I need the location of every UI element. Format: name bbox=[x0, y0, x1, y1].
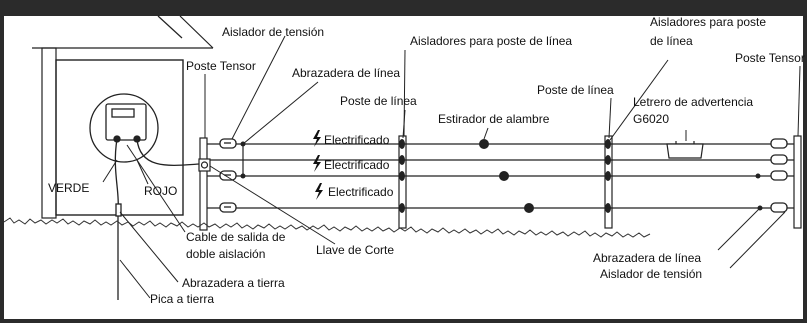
label-poste-linea-2: Poste de línea bbox=[537, 83, 614, 97]
lightning-icon bbox=[313, 155, 321, 172]
label-aislador-tension-bottom: Aislador de tensión bbox=[600, 267, 702, 281]
label-poste-linea-1: Poste de línea bbox=[340, 94, 417, 108]
label-llave: Llave de Corte bbox=[316, 243, 394, 257]
label-abrazadera-linea-top: Abrazadera de línea bbox=[292, 66, 400, 80]
line-post-insulators bbox=[399, 139, 611, 213]
label-verde: VERDE bbox=[48, 181, 89, 195]
tensor-post-right bbox=[793, 135, 802, 229]
tension-insulators-right bbox=[770, 138, 788, 213]
lightning-icon bbox=[315, 183, 323, 200]
lightning-icons bbox=[313, 130, 323, 200]
warning-sign bbox=[666, 141, 704, 159]
lightning-icon bbox=[313, 130, 321, 147]
label-aisladores-poste-linea-2b: de línea bbox=[650, 34, 693, 48]
posts bbox=[199, 135, 802, 231]
label-cable-a: Cable de salida de bbox=[186, 230, 286, 244]
tensor-post-left bbox=[199, 137, 208, 231]
label-cable-b: doble aislación bbox=[186, 247, 265, 261]
output-cables bbox=[114, 138, 200, 300]
ground-grass bbox=[3, 217, 651, 238]
label-poste-tensor-right: Poste Tensor bbox=[735, 51, 805, 65]
label-abrazadera-linea-bottom: Abrazadera de línea bbox=[593, 251, 701, 265]
energizer bbox=[89, 93, 159, 163]
line-post-2 bbox=[604, 135, 613, 229]
line-post-1 bbox=[398, 135, 407, 229]
label-letrero-a: Letrero de advertencia bbox=[633, 95, 753, 109]
tension-insulators-left bbox=[219, 138, 237, 213]
cutoff-switch bbox=[198, 158, 211, 172]
label-electrificado-3: Electrificado bbox=[328, 185, 394, 199]
label-aisladores-poste-linea-1: Aisladores para poste de línea bbox=[410, 34, 572, 48]
label-pica-tierra: Pica a tierra bbox=[150, 292, 214, 306]
label-poste-tensor-left: Poste Tensor bbox=[186, 59, 256, 73]
wire-strainers bbox=[479, 139, 534, 213]
label-abrazadera-tierra: Abrazadera a tierra bbox=[182, 276, 285, 290]
leader-lines bbox=[102, 35, 801, 299]
label-estirador: Estirador de alambre bbox=[438, 112, 550, 126]
label-aislador-tension-top: Aislador de tensión bbox=[222, 25, 324, 39]
label-rojo: ROJO bbox=[144, 184, 177, 198]
label-electrificado-2: Electrificado bbox=[324, 158, 390, 172]
label-electrificado-1: Electrificado bbox=[324, 133, 390, 147]
label-aisladores-poste-linea-2a: Aisladores para poste bbox=[650, 15, 766, 29]
label-letrero-b: G6020 bbox=[633, 112, 669, 126]
